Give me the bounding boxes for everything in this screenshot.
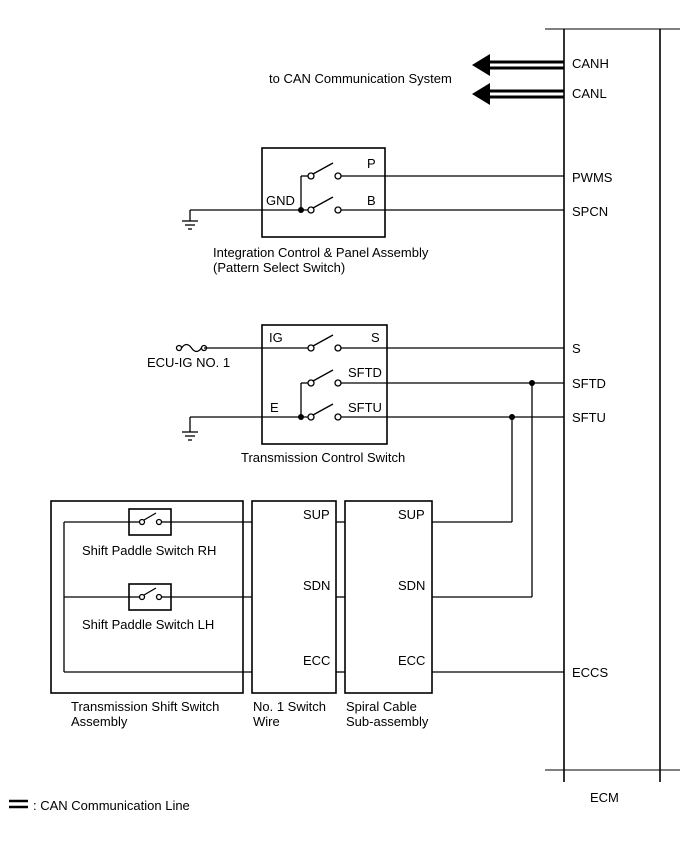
ecm-pin-spcn: SPCN [572,204,608,219]
tcs-label: Transmission Control Switch [241,450,405,465]
can-line-canh [472,54,564,76]
switch-wire-label-1: No. 1 Switch [253,699,326,714]
tcs-switch-contacts [190,334,564,421]
switch-wire-ecc: ECC [303,653,330,668]
shift-switch-label-1: Transmission Shift Switch [71,699,219,714]
paddle-switch-lh-label: Shift Paddle Switch LH [82,617,214,632]
pattern-pin-b: B [367,193,376,208]
ecm-pin-eccs: ECCS [572,665,608,680]
ecm-pin-canl: CANL [572,86,607,101]
spiral-cable-label-1: Spiral Cable [346,699,417,714]
spiral-cable-sup: SUP [398,507,425,522]
transmission-control-switch-box [261,324,388,445]
ecm-pin-s: S [572,341,581,356]
switch-wire-sdn: SDN [303,578,330,593]
ecm-pin-sftu: SFTU [572,410,606,425]
shift-switch-label-2: Assembly [71,714,128,729]
ecm-box [545,28,680,782]
pattern-pin-gnd: GND [266,193,295,208]
legend-label: : CAN Communication Line [33,798,190,813]
ecm-pin-sftd: SFTD [572,376,606,391]
tcs-pin-sftd: SFTD [348,365,382,380]
switch-wire-sup: SUP [303,507,330,522]
spiral-cable-label-2: Sub-assembly [346,714,429,729]
paddle-signal-wires [432,380,564,673]
pattern-select-switch-box [261,147,386,238]
paddle-switch-rh-icon [128,508,172,536]
pattern-switch-contacts [190,162,564,214]
fuse-icon [175,343,208,353]
spiral-cable-ecc: ECC [398,653,425,668]
paddle-switch-lh-icon [128,583,172,611]
tcs-pin-sftu: SFTU [348,400,382,415]
can-system-label: to CAN Communication System [269,71,452,86]
spiral-cable-sdn: SDN [398,578,425,593]
power-source-label: ECU-IG NO. 1 [147,355,230,370]
ecm-pin-pwms: PWMS [572,170,613,185]
paddle-switch-rh-label: Shift Paddle Switch RH [82,543,216,558]
ground-icon [182,417,198,441]
pattern-switch-label-2: (Pattern Select Switch) [213,260,345,275]
can-line-symbol-icon [9,799,28,809]
tcs-pin-ig: IG [269,330,283,345]
paddle-wiring [63,521,345,673]
ecm-pin-canh: CANH [572,56,609,71]
switch-wire-label-2: Wire [253,714,280,729]
tcs-pin-e: E [270,400,279,415]
tcs-pin-s: S [371,330,380,345]
ecm-label: ECM [590,790,619,805]
pattern-switch-label-1: Integration Control & Panel Assembly [213,245,429,260]
ground-icon [182,210,198,230]
can-line-canl [472,83,564,105]
pattern-pin-p: P [367,156,376,171]
